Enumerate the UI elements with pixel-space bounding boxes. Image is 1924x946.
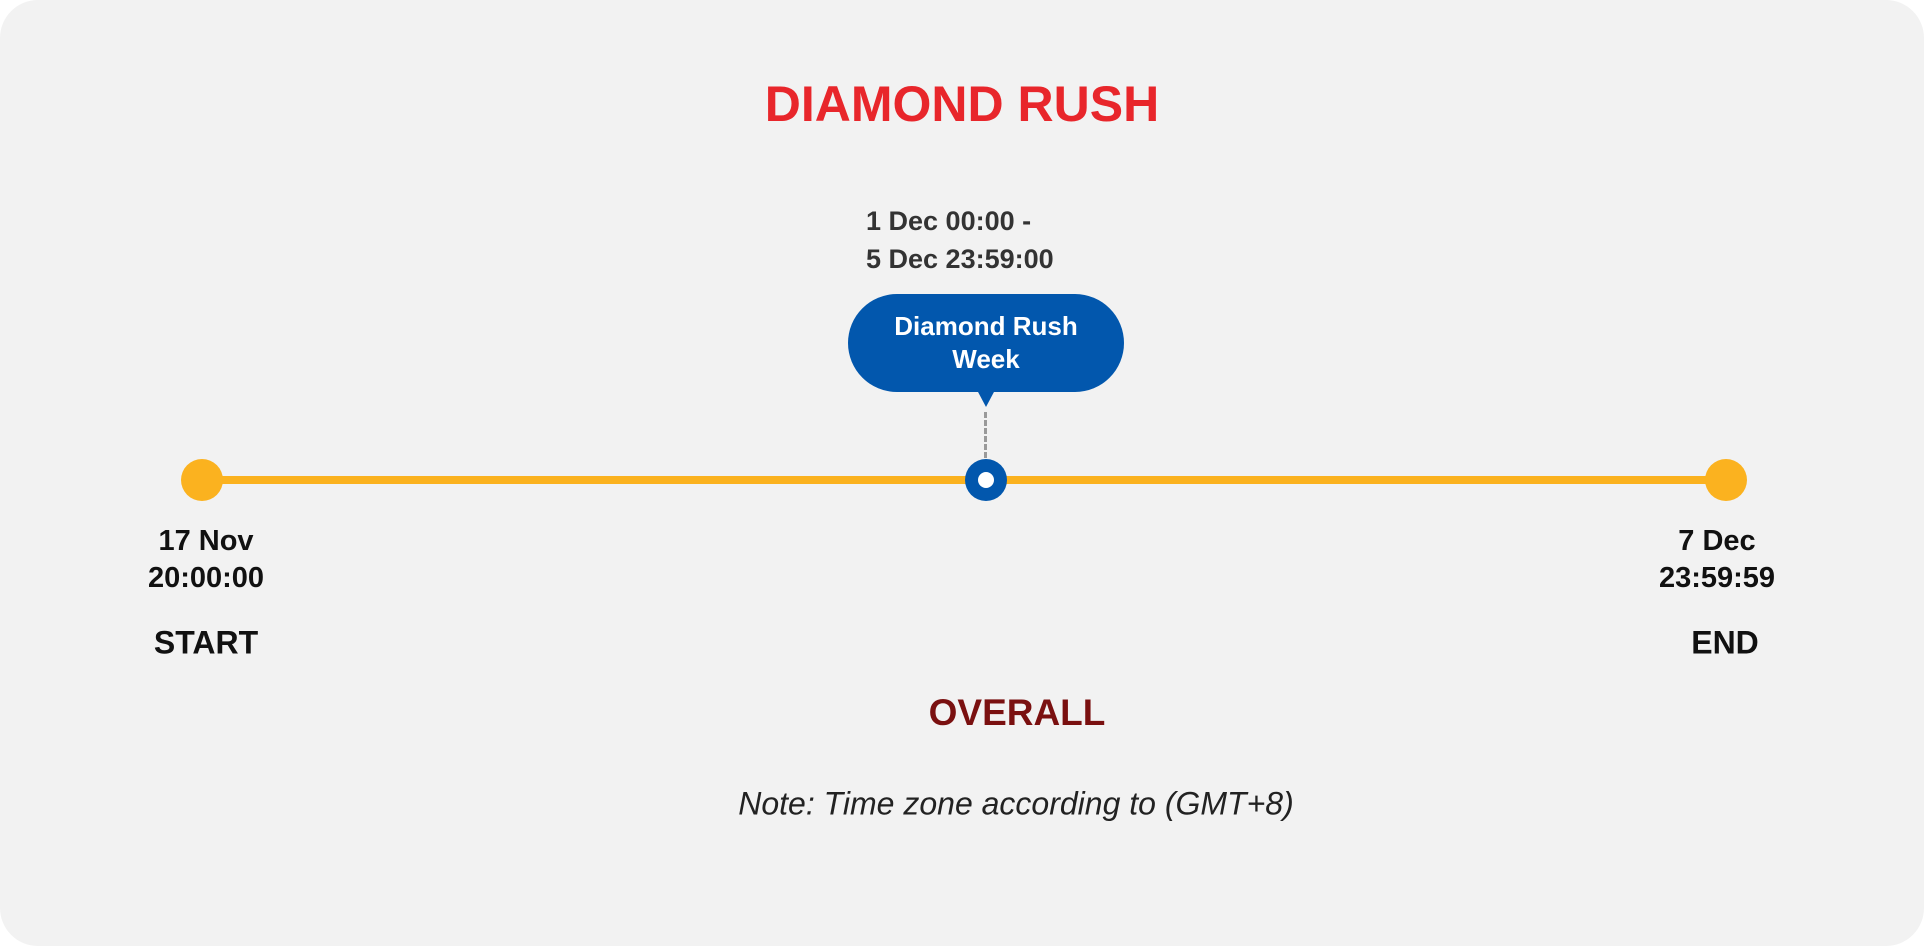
timezone-note: Note: Time zone according to (GMT+8) — [738, 785, 1294, 822]
page-title: DIAMOND RUSH — [764, 76, 1160, 132]
event-name-line1: Diamond Rush — [894, 311, 1078, 341]
event-range-end: 5 Dec 23:59:00 — [866, 244, 1054, 274]
bubble-pointer — [977, 390, 995, 407]
event-marker — [965, 459, 1007, 501]
start-time: 20:00:00 — [147, 562, 265, 594]
dashed-connector — [984, 412, 987, 458]
event-range-start: 1 Dec 00:00 - — [866, 206, 1032, 236]
start-marker — [181, 459, 223, 501]
event-bubble: Diamond Rush Week — [848, 294, 1124, 392]
end-label: END — [1691, 624, 1759, 661]
start-datetime: 17 Nov 20:00:00 — [148, 523, 264, 597]
overall-label: OVERALL — [928, 692, 1106, 733]
start-date: 17 Nov — [158, 525, 254, 557]
end-datetime: 7 Dec 23:59:59 — [1659, 523, 1775, 597]
event-name-line2: Week — [952, 344, 1020, 374]
end-time: 23:59:59 — [1658, 562, 1776, 594]
end-date: 7 Dec — [1678, 525, 1756, 557]
start-label: START — [153, 624, 259, 661]
end-marker — [1705, 459, 1747, 501]
timeline-bar — [202, 476, 1726, 484]
event-date-range: 1 Dec 00:00 - 5 Dec 23:59:00 — [866, 202, 1054, 278]
